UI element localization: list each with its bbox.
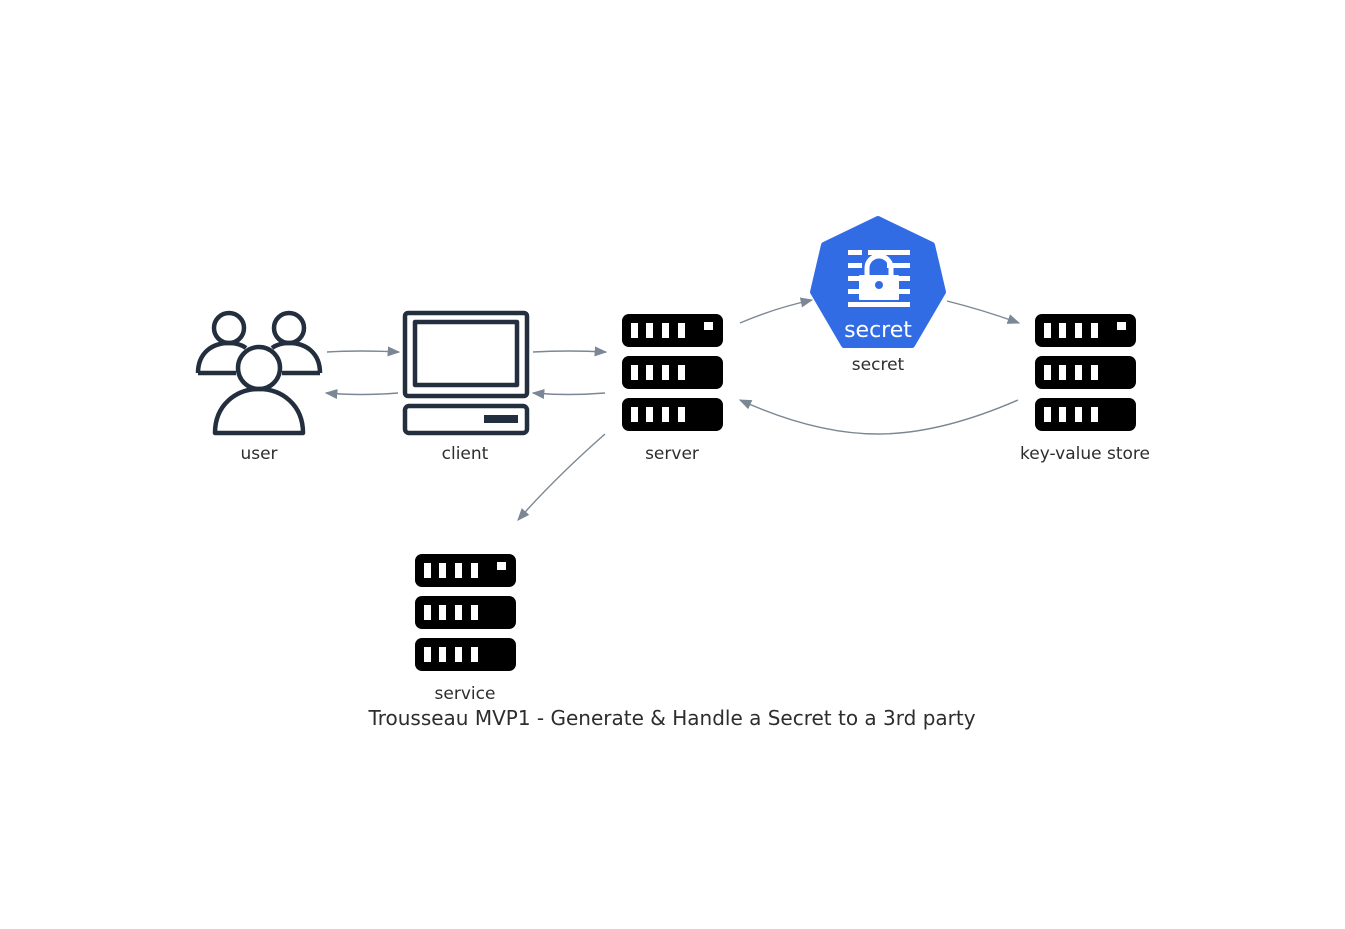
client-label: client (442, 444, 489, 464)
server-rack-icon (415, 554, 516, 671)
node-service[interactable]: service (415, 554, 516, 704)
secret-label: secret (852, 355, 905, 375)
users-group-icon (195, 310, 323, 436)
kv-store-label: key-value store (1020, 444, 1150, 464)
edge-secret-to-kv-store (946, 300, 1021, 324)
user-label: user (240, 444, 277, 464)
edge-server-to-secret (739, 297, 814, 324)
edges (324, 297, 1021, 521)
service-label: service (435, 684, 496, 704)
edge-client-to-user (324, 388, 399, 400)
diagram-title: Trousseau MVP1 - Generate & Handle a Sec… (367, 706, 975, 730)
secret-badge-text: secret (844, 318, 912, 343)
edge-server-to-client (531, 388, 606, 399)
edge-user-to-client (326, 346, 401, 357)
edge-kv-store-to-server (738, 399, 1019, 435)
node-secret[interactable]: secret secret (810, 216, 946, 375)
edge-server-to-service (517, 433, 606, 521)
node-kv-store[interactable]: key-value store (1020, 314, 1150, 464)
node-server[interactable]: server (622, 314, 723, 464)
server-rack-icon (1035, 314, 1136, 431)
computer-terminal-icon (402, 310, 530, 436)
server-rack-icon (622, 314, 723, 431)
node-client[interactable]: client (402, 310, 530, 464)
node-user[interactable]: user (195, 310, 323, 464)
kubernetes-secret-icon: secret (810, 216, 946, 348)
server-label: server (645, 444, 699, 464)
edge-client-to-server (532, 346, 608, 357)
